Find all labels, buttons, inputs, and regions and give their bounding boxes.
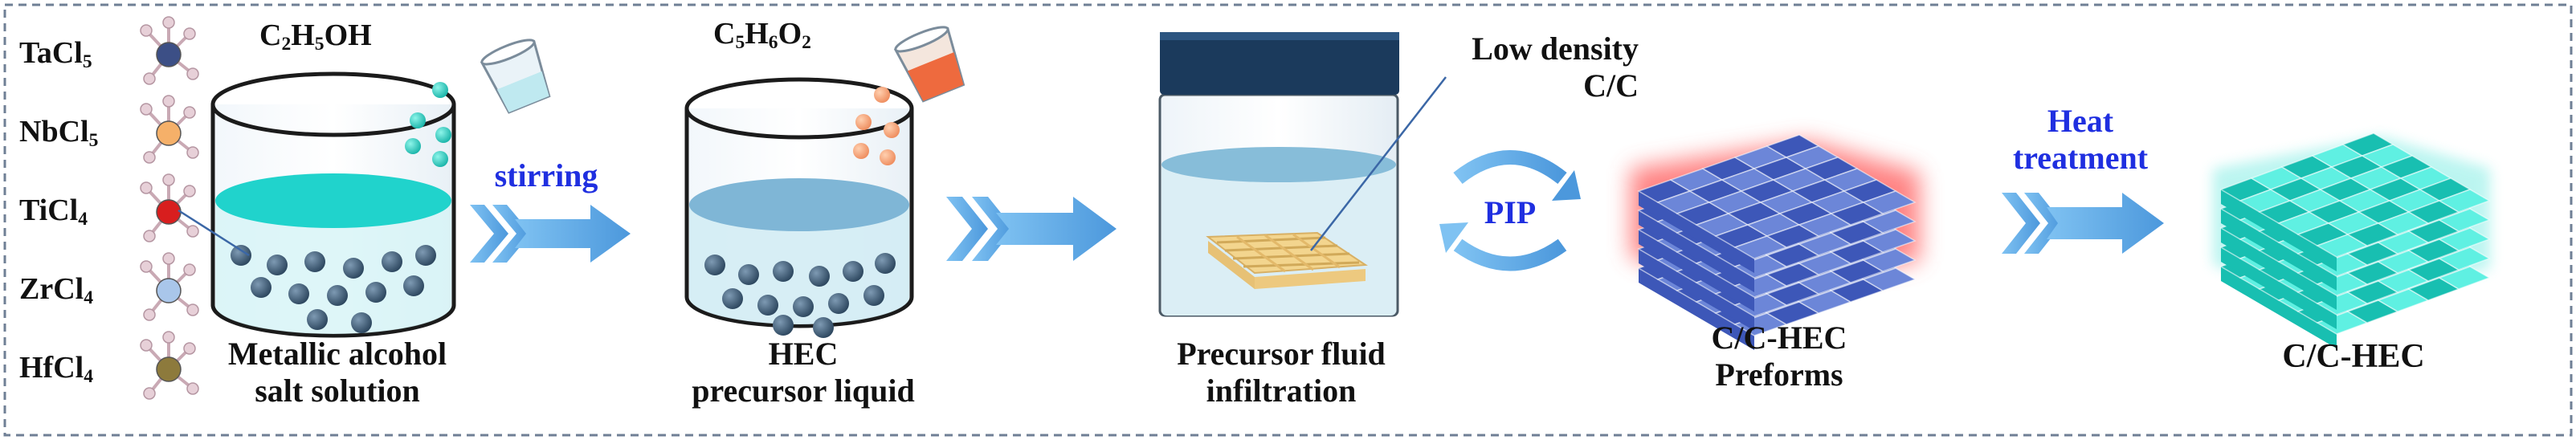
weave-cell (2438, 227, 2491, 251)
reagent-label: HfCl4 (19, 351, 93, 387)
weave-cell (1862, 190, 1917, 214)
particle (843, 261, 863, 282)
particle (738, 264, 759, 285)
droplet (405, 138, 421, 154)
weave-cell (2438, 208, 2491, 232)
weave-cell (2438, 246, 2491, 271)
low-density-cc-block (1206, 231, 1368, 289)
ethanol-formula: C2H5OH (259, 18, 372, 55)
particle (757, 295, 778, 316)
pour-cup-furfuryl (893, 26, 965, 103)
particle (415, 245, 436, 266)
weave-cell (1862, 210, 1917, 234)
droplet (853, 143, 869, 159)
metal-particles (231, 245, 436, 333)
particle (722, 288, 743, 309)
particle (809, 266, 830, 287)
droplet (880, 149, 896, 165)
particle (288, 283, 309, 304)
particle (351, 312, 372, 333)
particle (773, 315, 794, 336)
weave-cell (1862, 267, 1917, 291)
weave-cell (2438, 189, 2491, 213)
infiltration-jar (1158, 32, 1447, 317)
pour-cup-ethanol (480, 39, 551, 114)
particle (813, 317, 834, 338)
furfuryl-formula: C5H6O2 (713, 17, 811, 53)
particle (828, 293, 849, 314)
particle (365, 282, 386, 303)
particle (875, 253, 896, 274)
droplet (884, 122, 900, 138)
beaker-metal-solution (210, 71, 456, 338)
particle (863, 285, 884, 306)
droplet (410, 112, 426, 128)
reagent-label: ZrCl4 (19, 272, 93, 308)
orange-droplets (853, 87, 900, 165)
molecule-nbcl5 (140, 95, 199, 164)
reagent-label: TaCl5 (19, 36, 92, 72)
particle (327, 285, 348, 306)
droplet (435, 127, 451, 143)
particle (304, 251, 325, 272)
beaker-hec-precursor (684, 77, 914, 338)
stirring-arrow (470, 205, 631, 263)
weave-cell (1862, 248, 1917, 272)
heat-treatment-arrow (2002, 193, 2164, 254)
particle (773, 261, 794, 282)
reagent-label: NbCl5 (19, 115, 99, 151)
flow-arrow-2 (946, 197, 1117, 261)
molecule-icons (140, 16, 199, 400)
particle (793, 296, 814, 317)
molecule-hfcl4 (140, 331, 199, 400)
droplet (432, 82, 448, 98)
hec-particles (704, 253, 896, 338)
droplet (432, 151, 448, 167)
particle (307, 309, 328, 330)
dashed-frame (3, 3, 2573, 437)
particle (382, 251, 402, 272)
droplet (855, 114, 872, 130)
droplet (874, 87, 890, 103)
molecule-zrcl4 (140, 252, 199, 321)
weave-cell (2438, 266, 2491, 290)
cc-hec-preform (1631, 134, 1920, 350)
particle (231, 245, 251, 266)
pip-cycle-icon (1439, 150, 1581, 271)
reagent-label: TiCl4 (19, 193, 88, 230)
reagent-pointer (178, 209, 250, 257)
molecule-ticl4 (140, 173, 199, 242)
final-label: C/C-HEC (2282, 338, 2425, 375)
cc-hec-final (2213, 132, 2491, 348)
particle (704, 255, 725, 275)
molecule-tacl5 (140, 16, 199, 85)
particle (267, 255, 288, 275)
weave-cell (1862, 229, 1917, 253)
stirring-label: stirring (494, 157, 598, 193)
particle (343, 258, 364, 279)
pip-label: PIP (1484, 194, 1537, 230)
teal-droplets (405, 82, 451, 167)
particle (251, 277, 271, 298)
particle (403, 275, 424, 296)
